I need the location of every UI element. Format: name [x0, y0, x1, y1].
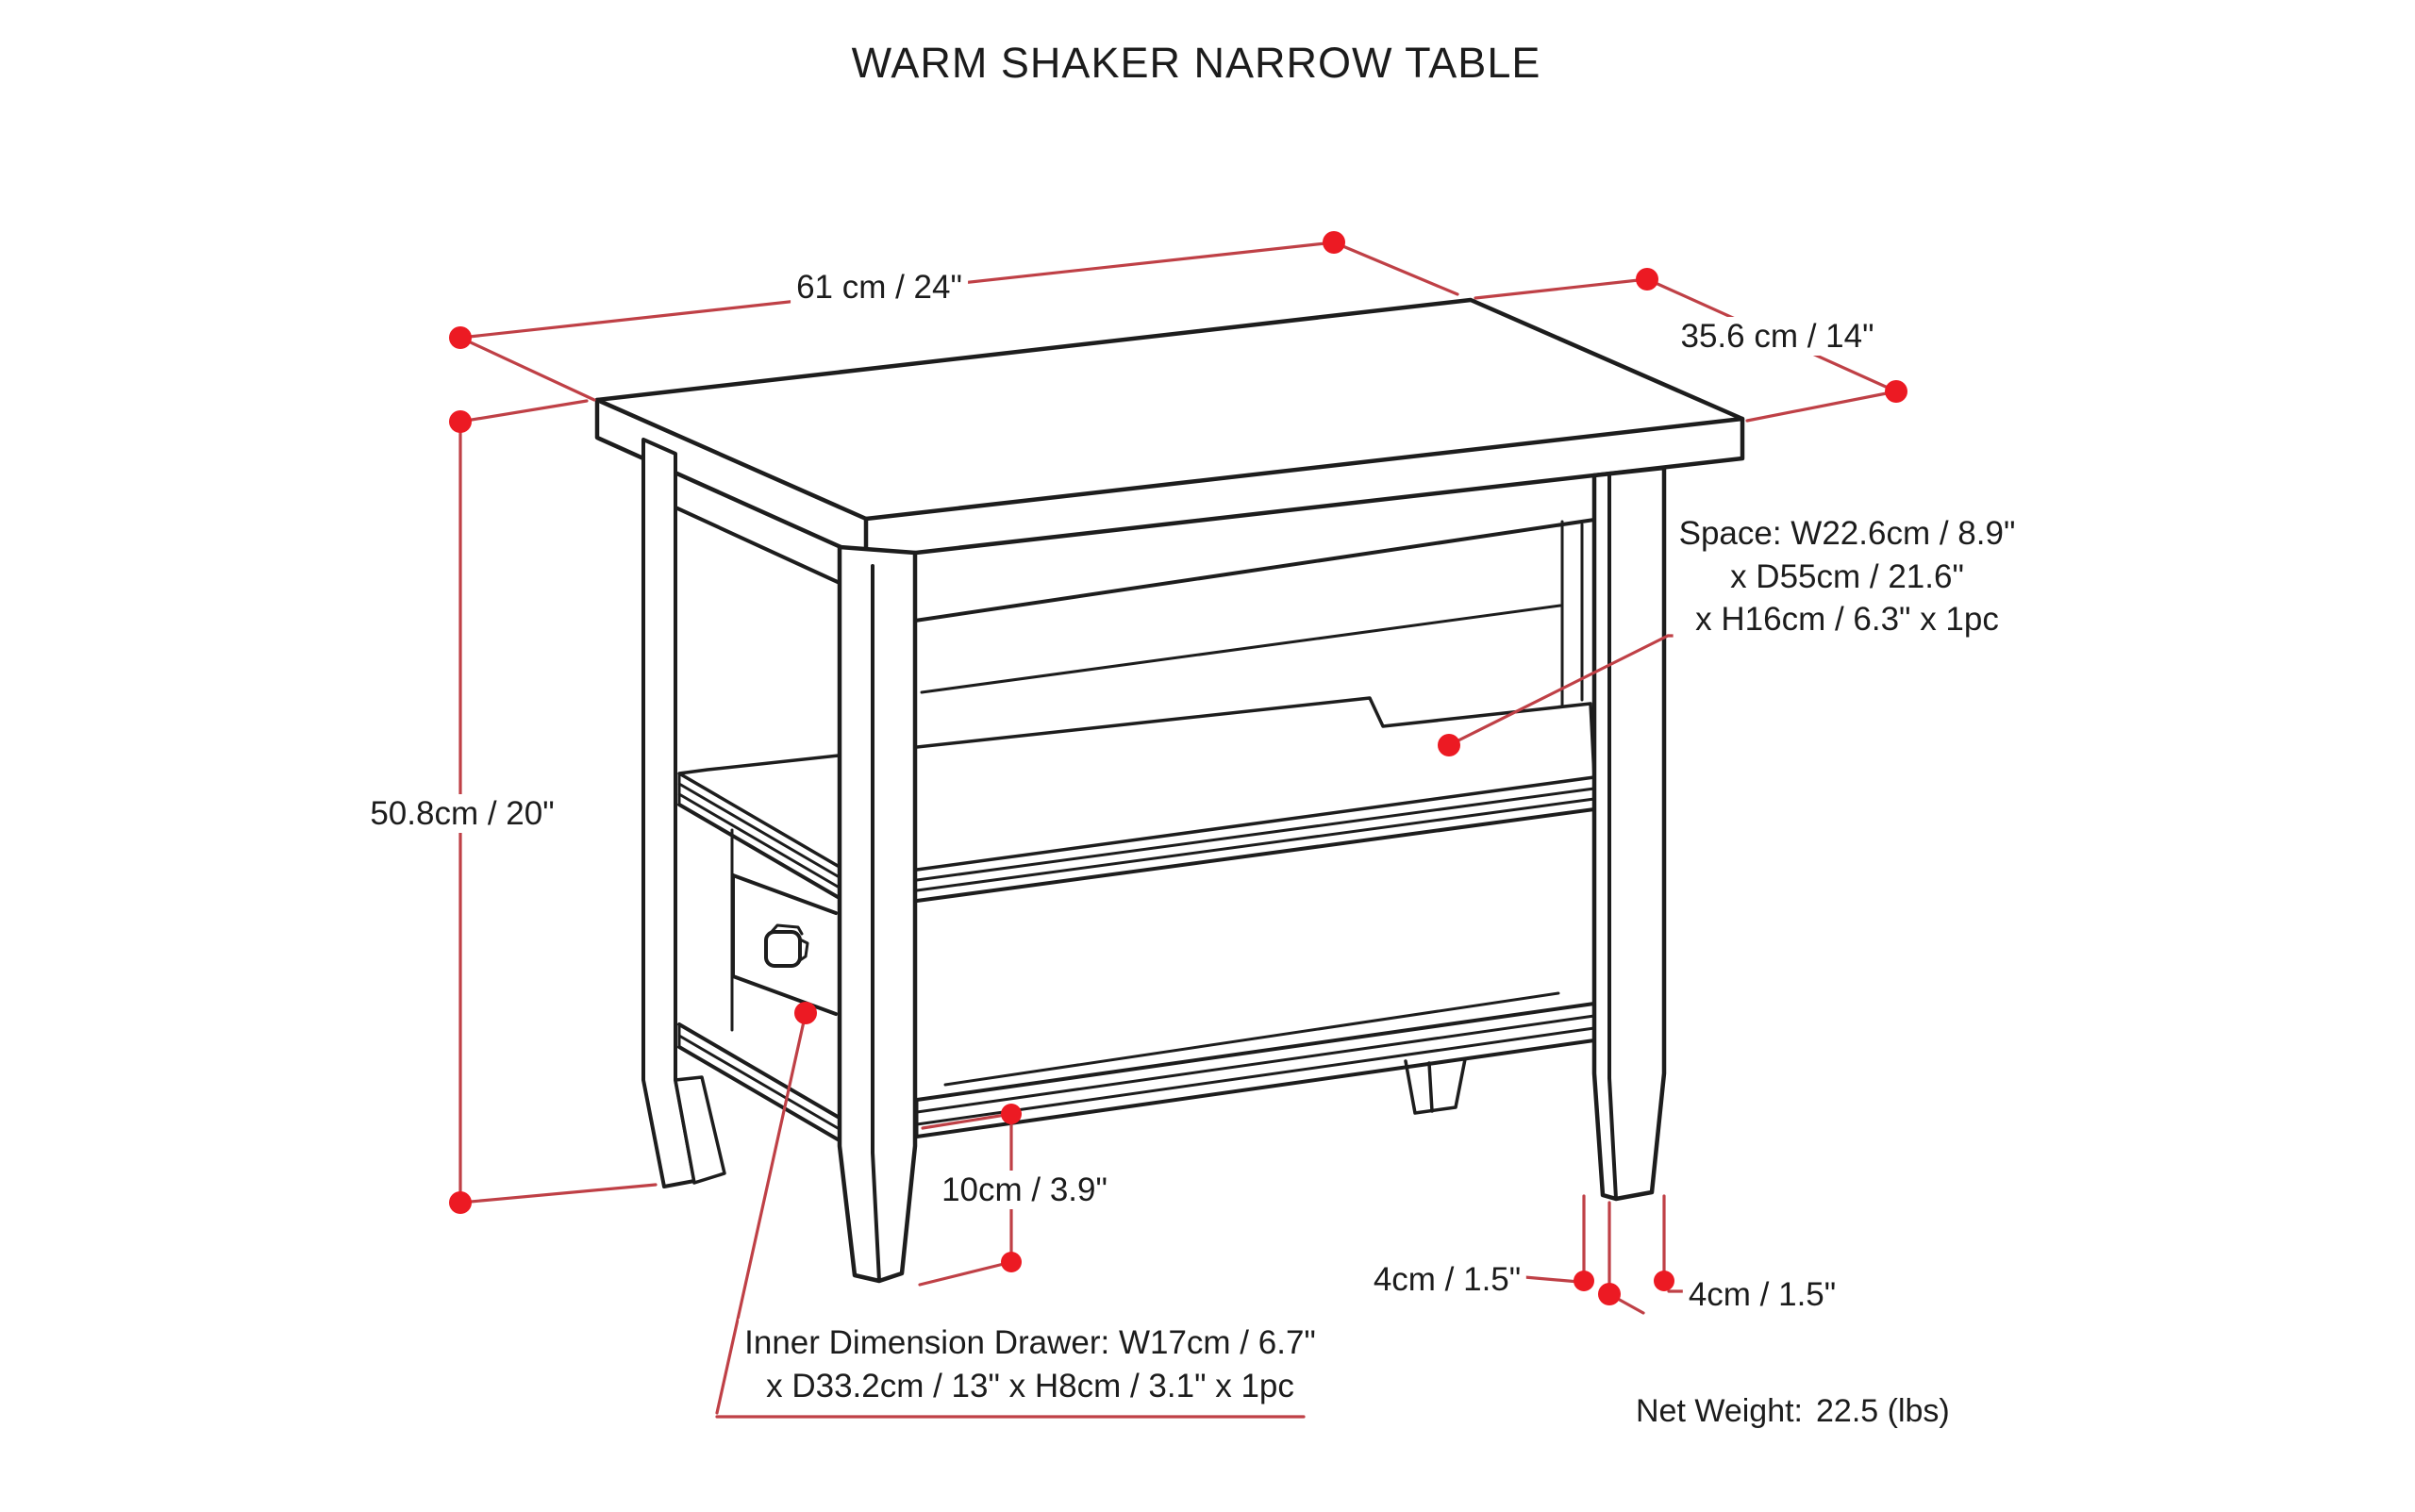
page-title: WARM SHAKER NARROW TABLE — [851, 39, 1541, 87]
leg-width-label-left: 4cm / 1.5" — [1367, 1260, 1527, 1299]
leg-front — [837, 544, 918, 1284]
leg-back-right-upper — [1560, 520, 1584, 706]
drawer-dimension-label: Inner Dimension Drawer: W17cm / 6.7" x D… — [739, 1319, 1322, 1410]
tabletop — [594, 297, 1745, 561]
middle-shelf — [677, 696, 1596, 903]
drawer-knob — [764, 923, 809, 968]
leg-width-label-right: 4cm / 1.5" — [1682, 1275, 1842, 1314]
leader-drawer — [715, 1011, 1306, 1419]
shelf-space-line3: x H16cm / 6.3" x 1pc — [1695, 601, 1999, 638]
bottom-rail-left-face — [677, 1022, 840, 1141]
leg-right — [1591, 465, 1667, 1202]
drawer-dimension-line1: Inner Dimension Drawer: W17cm / 6.7" — [744, 1324, 1316, 1361]
net-weight-label: Net Weight: — [1636, 1393, 1804, 1429]
shelf-space-line2: x D55cm / 21.6" — [1730, 557, 1964, 595]
shelf-space-line1: Space: W22.6cm / 8.9" — [1678, 515, 2016, 552]
bottom-shelf — [915, 991, 1596, 1138]
drawer-dimension-line2: x D33.2cm / 13" x H8cm / 3.1" x 1pc — [766, 1367, 1294, 1404]
dim-height-label: 50.8cm / 20" — [364, 794, 560, 833]
table-apron — [674, 506, 1596, 623]
dimension-dots — [449, 231, 1907, 1305]
leg-bottom-height-label: 10cm / 3.9" — [936, 1171, 1113, 1209]
leg-back-left — [641, 438, 726, 1188]
net-weight-value: 22.5 (lbs) — [1816, 1393, 1950, 1429]
dim-width-label: 61 cm / 24" — [791, 268, 968, 307]
shelf-space-label: Space: W22.6cm / 8.9" x D55cm / 21.6" x … — [1673, 509, 2022, 644]
back-rail-edge — [920, 604, 1562, 694]
dim-depth-label: 35.6 cm / 14" — [1674, 317, 1880, 356]
drawer-front — [730, 828, 838, 1032]
leg-back-right-foot — [1404, 1057, 1467, 1115]
net-weight: Net Weight: 22.5 (lbs) — [1630, 1392, 1956, 1430]
